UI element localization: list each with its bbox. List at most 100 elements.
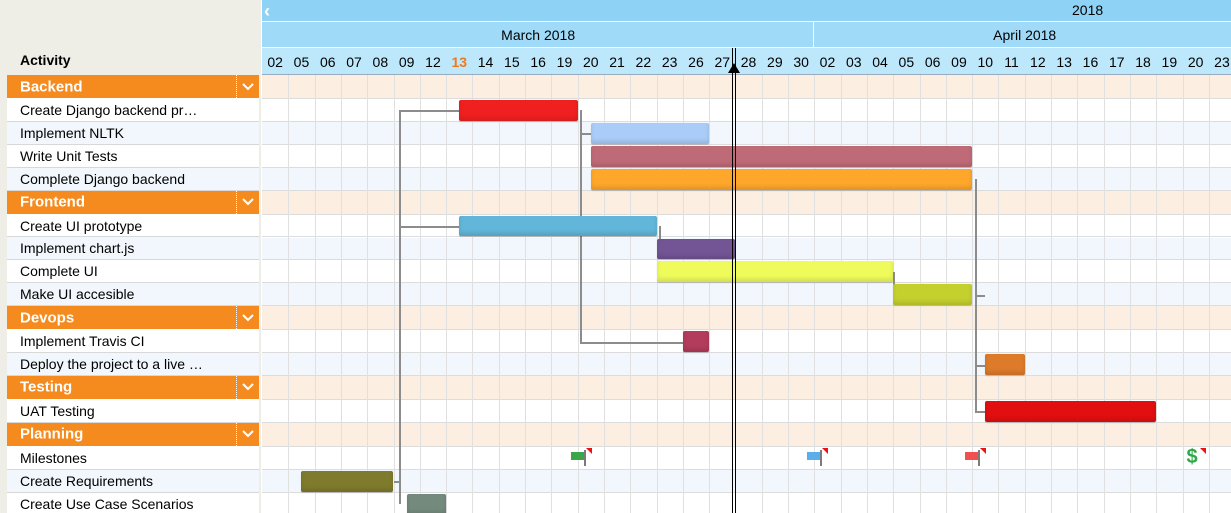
grid-column-line [840, 75, 842, 513]
group-header-testing[interactable]: Testing [7, 375, 259, 400]
task-label: Implement Travis CI [20, 333, 145, 350]
day-label: 12 [1030, 53, 1046, 70]
day-label: 21 [609, 53, 625, 70]
task-row[interactable]: Implement Travis CI [7, 330, 259, 354]
dependency-link [398, 226, 460, 229]
day-label: 28 [740, 53, 757, 70]
grid-column-line [1024, 75, 1026, 513]
task-row[interactable]: UAT Testing [7, 399, 259, 423]
grid-row [262, 469, 1231, 493]
task-row[interactable]: Write Unit Tests [7, 144, 259, 168]
group-header-backend[interactable]: Backend [7, 75, 259, 99]
task-row[interactable]: Create Use Case Scenarios [7, 492, 259, 513]
chevron-down-icon[interactable] [236, 375, 259, 399]
dependency-link [398, 110, 460, 113]
day-label: 20 [582, 53, 599, 70]
group-header-frontend[interactable]: Frontend [7, 190, 259, 215]
grid-column-line [577, 75, 579, 513]
group-label: Frontend [20, 193, 85, 211]
grid-column-line [1103, 75, 1105, 513]
task-bar[interactable] [985, 354, 1025, 375]
task-row[interactable]: Create Django backend pr… [7, 99, 259, 122]
flag-icon[interactable] [807, 447, 829, 468]
grid-column-line [1208, 75, 1210, 513]
day-label: 06 [319, 53, 336, 70]
grid-row [262, 376, 1231, 400]
task-row[interactable]: Complete UI [7, 260, 259, 284]
task-bar[interactable] [301, 470, 394, 492]
task-bar[interactable] [590, 145, 973, 167]
grid-column-line [288, 75, 290, 513]
grid-column-line [446, 75, 448, 513]
day-label: 06 [924, 53, 941, 70]
task-bar[interactable] [682, 331, 710, 353]
day-label: 10 [977, 53, 994, 70]
task-row[interactable]: Implement chart.js [7, 237, 259, 261]
grid-column-line [1182, 75, 1184, 513]
chevron-down-icon[interactable] [236, 190, 259, 214]
task-row[interactable]: Create Requirements [7, 469, 259, 493]
grid-column-line [656, 75, 658, 513]
task-row[interactable]: Create UI prototype [7, 214, 259, 238]
timeline-year-header: ‹ 2018 [262, 0, 1231, 22]
group-header-devops[interactable]: Devops [7, 306, 259, 331]
task-bar[interactable] [459, 100, 578, 121]
dependency-link [398, 481, 401, 505]
task-label: Make UI accesible [20, 286, 135, 303]
dollar-icon[interactable]: $ [1187, 446, 1206, 469]
task-row[interactable]: Deploy the project to a live … [7, 353, 259, 376]
chevron-down-icon[interactable] [236, 306, 259, 330]
month-label: March 2018 [501, 27, 576, 43]
day-label: 27 [714, 53, 731, 70]
day-label: 04 [872, 53, 888, 70]
grid-column-line [1077, 75, 1079, 513]
chevron-left-icon[interactable]: ‹ [264, 1, 270, 21]
task-label: UAT Testing [20, 402, 95, 419]
flag-icon[interactable] [570, 447, 592, 468]
chevron-down-icon[interactable] [236, 75, 259, 98]
grid-row [262, 121, 1231, 145]
chevron-down-icon[interactable] [236, 422, 259, 446]
year-label: 2018 [1072, 2, 1104, 18]
grid-column-line [551, 75, 553, 513]
grid-column-line [314, 75, 316, 513]
task-bar[interactable] [406, 493, 447, 513]
day-label: 15 [504, 53, 520, 70]
today-marker-icon [728, 63, 740, 73]
task-label: Complete UI [20, 263, 98, 280]
task-bar[interactable] [656, 261, 894, 283]
grid-column-line [972, 75, 974, 513]
task-bar[interactable] [893, 284, 973, 306]
task-row[interactable]: Implement NLTK [7, 121, 259, 145]
grid-row [262, 190, 1231, 215]
dependency-link [893, 271, 896, 295]
task-row[interactable]: Make UI accesible [7, 283, 259, 307]
day-label: 11 [1004, 53, 1019, 70]
gantt-grid: $ [262, 75, 1231, 513]
task-bar[interactable] [656, 238, 736, 260]
task-bar[interactable] [590, 122, 710, 144]
task-bar[interactable] [985, 401, 1157, 422]
task-bar[interactable] [459, 215, 657, 237]
day-label: 13 [1056, 53, 1072, 70]
task-label: Create Use Case Scenarios [20, 495, 194, 512]
task-row[interactable]: Milestones [7, 446, 259, 470]
day-label: 23 [1214, 53, 1230, 70]
task-row[interactable]: Complete Django backend [7, 167, 259, 191]
task-label: Create Django backend pr… [20, 101, 198, 118]
activity-column-header: Activity [20, 52, 71, 68]
task-label: Implement chart.js [20, 240, 135, 257]
group-header-planning[interactable]: Planning [7, 422, 259, 447]
dependency-link [974, 411, 986, 414]
grid-column-line [998, 75, 1000, 513]
grid-column-line [419, 75, 421, 513]
group-label: Testing [20, 378, 73, 396]
task-label: Complete Django backend [20, 170, 185, 187]
task-label: Write Unit Tests [20, 147, 118, 164]
flag-icon[interactable] [965, 447, 987, 468]
day-label: 29 [767, 53, 783, 70]
task-bar[interactable] [590, 168, 973, 190]
